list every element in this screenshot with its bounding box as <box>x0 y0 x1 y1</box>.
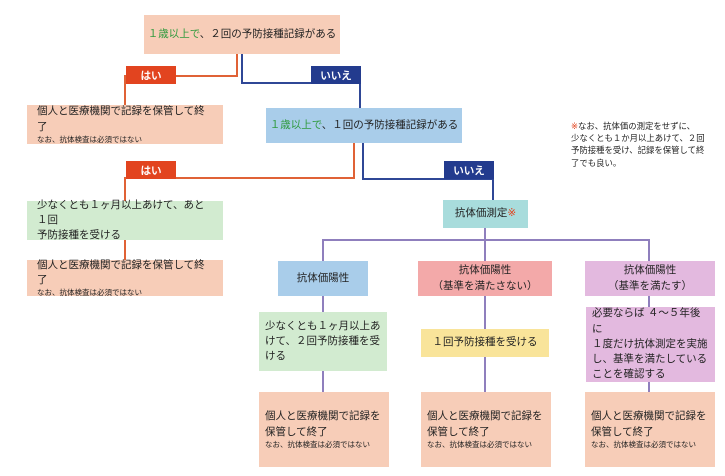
one-month-line2: 予防接種を受ける <box>37 229 121 242</box>
footnote-line1: なお、抗体価の測定をせずに、 <box>578 121 696 131</box>
one-more-label: １回予防接種を受ける <box>432 336 538 349</box>
second-highlight: １歳以上で <box>269 118 322 131</box>
connector-line <box>648 382 650 392</box>
start-highlight: １歳以上で <box>147 27 200 40</box>
end-node-sub: なお、抗体検査は必須ではない <box>265 439 370 449</box>
end-node-3: 個人と医療機関で記録を 保管して終了 なお、抗体検査は必須ではない <box>259 392 389 467</box>
connector-line <box>362 143 364 180</box>
connector-line <box>492 178 494 200</box>
positive-not-met-node: 抗体価陽性 （基準を満たさない） <box>418 261 552 296</box>
recheck-line3: し、基準を満たしている <box>592 353 708 366</box>
connector-line <box>124 177 126 201</box>
recheck-line4: ことを確認する <box>592 368 666 381</box>
connector-line <box>322 239 324 261</box>
connector-line <box>648 239 650 261</box>
end-node-main: 個人と医療機関で記録を保管して終了 <box>37 105 205 133</box>
recheck-line2: １度だけ抗体測定を実施 <box>592 337 708 350</box>
recheck-node: 必要ならば ４～５年後に １度だけ抗体測定を実施 し、基準を満たしている ことを… <box>586 307 715 382</box>
end-node-sub: なお、抗体検査は必須ではない <box>591 439 696 449</box>
connector-line <box>648 296 650 307</box>
end-node-line2: 保管して終了 <box>265 425 328 438</box>
end-node-1: 個人と医療機関で記録を保管して終了 なお、抗体検査は必須ではない <box>27 105 223 144</box>
end-node-2: 個人と医療機関で記録を保管して終了 なお、抗体検査は必須ではない <box>27 258 223 298</box>
positive-label: 抗体価陽性 <box>296 271 350 284</box>
one-month-node: 少なくとも１ヶ月以上あけて、あと１回 予防接種を受ける <box>27 198 223 242</box>
end-node-line1: 個人と医療機関で記録を <box>427 410 543 423</box>
end-node-sub: なお、抗体検査は必須ではない <box>37 288 142 298</box>
yes-label-2: はい <box>126 161 176 179</box>
connector-line <box>124 177 355 179</box>
positive-met-line2: （基準を満たす） <box>608 279 692 292</box>
connector-line <box>241 82 361 84</box>
no-label: いいえ <box>311 66 361 84</box>
second-node: １歳以上で、１回の予防接種記録がある <box>266 108 462 143</box>
antibody-test-mark: ※ <box>507 207 517 220</box>
one-more-node: １回予防接種を受ける <box>421 329 549 357</box>
recheck-line1: 必要ならば ４～５年後に <box>592 307 701 335</box>
no-label-2: いいえ <box>444 161 494 179</box>
start-node: １歳以上で、２回の予防接種記録がある <box>144 15 340 54</box>
antibody-test-label: 抗体価測定 <box>454 207 508 220</box>
footnote-line2: 少なくとも１か月以上あけて、２回 <box>571 133 705 144</box>
two-more-line1: 少なくとも１ヶ月以上あ <box>265 319 381 332</box>
positive-met-line1: 抗体価陽性 <box>623 264 677 277</box>
connector-line <box>322 296 324 312</box>
end-node-line1: 個人と医療機関で記録を <box>591 410 707 423</box>
end-node-5: 個人と医療機関で記録を 保管して終了 なお、抗体検査は必須ではない <box>585 392 715 467</box>
end-node-sub: なお、抗体検査は必須ではない <box>427 439 532 449</box>
end-node-line2: 保管して終了 <box>427 425 490 438</box>
connector-line <box>124 240 126 260</box>
connector-line <box>484 296 486 329</box>
connector-line <box>362 178 494 180</box>
connector-line <box>484 228 486 240</box>
positive-not-met-line2: （基準を満たさない） <box>432 279 538 292</box>
connector-line <box>236 54 238 77</box>
connector-line <box>322 371 324 392</box>
footnote: ※なお、抗体価の測定をせずに、 少なくとも１か月以上あけて、２回 予防接種を受け… <box>571 120 721 169</box>
yes-label: はい <box>126 66 176 84</box>
positive-node: 抗体価陽性 <box>278 261 368 296</box>
footnote-line3: 予防接種を受け、記録を保管して終 <box>571 145 705 156</box>
connector-line <box>484 239 486 261</box>
two-more-node: 少なくとも１ヶ月以上あ けて、２回予防接種を受 ける <box>259 312 387 371</box>
end-node-main: 個人と医療機関で記録を保管して終了 <box>37 258 205 287</box>
second-text: 、１回の予防接種記録がある <box>321 118 459 131</box>
antibody-test-node: 抗体価測定※ <box>443 200 528 228</box>
connector-line <box>124 75 238 77</box>
footnote-line4: 了でも良い。 <box>571 157 622 168</box>
connector-line <box>353 143 355 179</box>
two-more-line3: ける <box>265 350 286 363</box>
end-node-4: 個人と医療機関で記録を 保管して終了 なお、抗体検査は必須ではない <box>421 392 551 467</box>
two-more-line2: けて、２回予防接種を受 <box>265 334 380 347</box>
start-text: 、２回の予防接種記録がある <box>199 27 337 40</box>
end-node-line2: 保管して終了 <box>591 425 654 438</box>
footnote-mark: ※ <box>571 121 579 131</box>
positive-met-node: 抗体価陽性 （基準を満たす） <box>585 261 715 296</box>
end-node-sub: なお、抗体検査は必須ではない <box>37 134 142 144</box>
positive-not-met-line1: 抗体価陽性 <box>458 264 512 277</box>
connector-line <box>359 82 361 108</box>
connector-line <box>484 357 486 392</box>
connector-line <box>322 239 650 241</box>
connector-line <box>241 54 243 84</box>
connector-line <box>124 75 126 105</box>
end-node-line1: 個人と医療機関で記録を <box>265 410 381 423</box>
one-month-line1: 少なくとも１ヶ月以上あけて、あと１回 <box>37 198 205 226</box>
